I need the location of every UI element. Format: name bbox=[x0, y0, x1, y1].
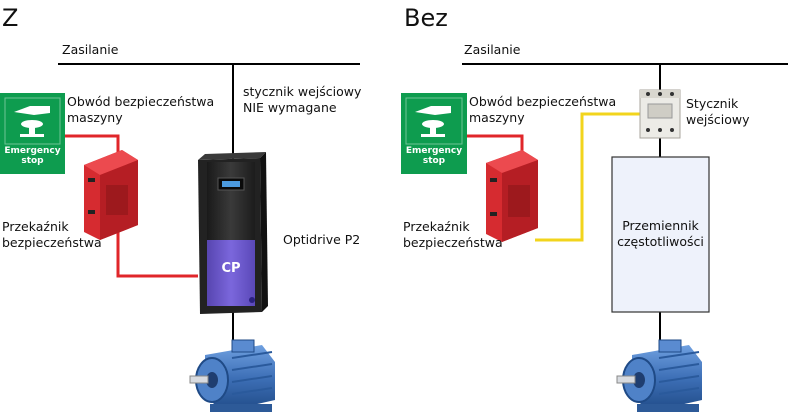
safety-relay-icon bbox=[486, 150, 538, 242]
converter-label: Przemiennik częstotliwości bbox=[617, 218, 704, 249]
left-estop-text: Emergency stop bbox=[4, 146, 61, 166]
safety-relay-icon bbox=[84, 150, 138, 240]
svg-text:CP: CP bbox=[221, 261, 240, 276]
emergency-stop-icon bbox=[0, 93, 65, 174]
left-drive-label: Optidrive P2 bbox=[283, 232, 361, 247]
left-supply-label: Zasilanie bbox=[62, 42, 119, 57]
right-control-wire bbox=[535, 112, 640, 242]
emergency-stop-icon bbox=[401, 93, 467, 174]
left-heading: Z bbox=[2, 4, 19, 32]
right-relay-label: Przekaźnik bezpieczeństwa bbox=[403, 219, 503, 250]
left-contactor-note: stycznik wejściowy NIE wymagane bbox=[243, 84, 362, 115]
right-safety-circuit-label: Obwód bezpieczeństwa maszyny bbox=[469, 94, 617, 125]
left-relay-label: Przekaźnik bezpieczeństwa bbox=[2, 219, 102, 250]
left-safety-circuit-label: Obwód bezpieczeństwa maszyny bbox=[67, 94, 215, 125]
optidrive-icon: CP bbox=[198, 152, 268, 314]
left-diagram: CP bbox=[0, 63, 360, 412]
right-diagram bbox=[401, 63, 788, 412]
motor-icon bbox=[616, 339, 702, 412]
contactor-icon bbox=[639, 89, 681, 139]
right-heading: Bez bbox=[404, 4, 448, 32]
right-estop-text: Emergency stop bbox=[405, 146, 463, 166]
right-supply-label: Zasilanie bbox=[464, 42, 521, 57]
right-contactor-label: Stycznik wejściowy bbox=[686, 96, 750, 127]
frequency-converter-box bbox=[611, 156, 710, 313]
left-relay-to-drive-wire bbox=[116, 232, 198, 278]
motor-icon bbox=[189, 339, 275, 412]
